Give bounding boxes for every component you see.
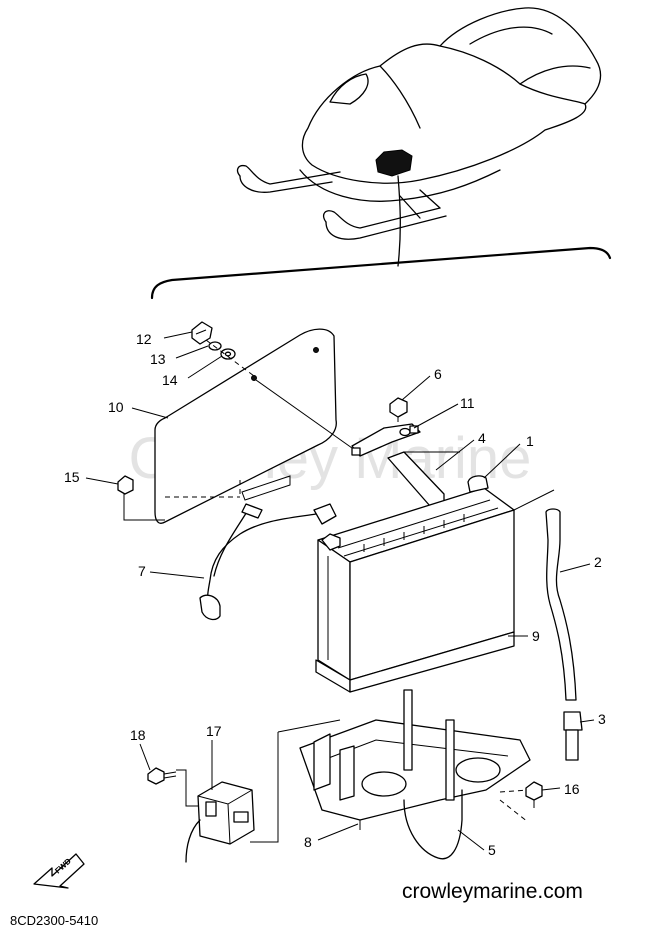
cover-bolt [191,321,213,345]
callout-17: 17 [206,723,222,739]
battery-cover-plate [123,328,337,524]
battery-band [387,451,460,507]
breather-hose [545,508,577,701]
bracket-11 [351,423,421,457]
callout-1: 1 [526,433,534,449]
hose-clamp [563,711,583,761]
callout-14: 14 [162,372,178,388]
site-name: crowleymarine.com [402,880,583,903]
callout-10: 10 [108,399,124,415]
callout-18: 18 [130,727,146,743]
cover-washer-14 [220,348,236,360]
callout-12: 12 [136,331,152,347]
callout-13: 13 [150,351,166,367]
callout-labels: 1 2 3 4 5 6 7 8 9 10 11 12 13 14 15 16 1… [64,331,606,858]
wire-lead [199,503,337,621]
callout-4: 4 [478,430,486,446]
battery-pad [315,631,515,693]
screw-18 [147,767,177,785]
callout-3: 3 [598,711,606,727]
callout-11: 11 [460,395,475,411]
callout-8: 8 [304,834,312,850]
callout-15: 15 [64,469,80,485]
callout-6: 6 [434,366,442,382]
leader-lines [85,331,595,851]
part-code: 8CD2300-5410 [10,913,98,928]
callout-7: 7 [138,563,146,579]
callout-2: 2 [594,554,602,570]
snowmobile-overview [236,7,602,267]
callout-5: 5 [488,842,496,858]
nut-15 [117,475,134,495]
cover-washer-13 [208,341,222,351]
battery [317,475,515,681]
battery-rods [403,689,463,860]
callout-9: 9 [532,628,540,644]
nut-6 [389,397,408,418]
fwd-arrow-icon: FWD [33,853,85,889]
starter-relay [185,781,255,863]
bolt-16 [525,781,543,808]
detail-separator [150,246,612,300]
callout-16: 16 [564,781,580,797]
battery-box [299,719,531,830]
